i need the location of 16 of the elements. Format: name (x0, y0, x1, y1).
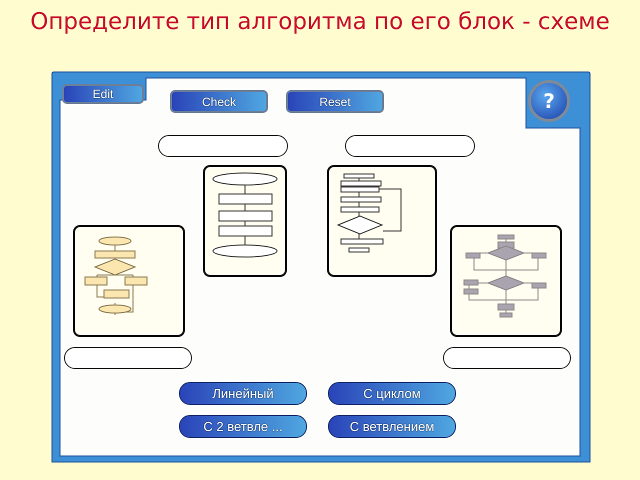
check-button: Check (170, 90, 268, 113)
flowchart-card (73, 225, 185, 337)
reset-button: Reset (286, 90, 384, 113)
flowchart-card (327, 165, 437, 277)
flowchart-card (450, 225, 562, 337)
flowchart-card (203, 165, 287, 277)
title: Определите тип алгоритма по его блок - схеме (29, 8, 611, 36)
answer-slot (64, 347, 192, 369)
answer-slot (443, 347, 571, 369)
answer-chip: С циклом (328, 382, 456, 405)
answer-slot (345, 135, 475, 157)
answer-chip: Линейный (179, 382, 307, 405)
answer-chip: С ветвлением (328, 415, 456, 438)
edit-button: Edit (62, 84, 144, 104)
answer-slot (158, 135, 288, 157)
answer-chip: С 2 ветвле ... (179, 415, 307, 438)
